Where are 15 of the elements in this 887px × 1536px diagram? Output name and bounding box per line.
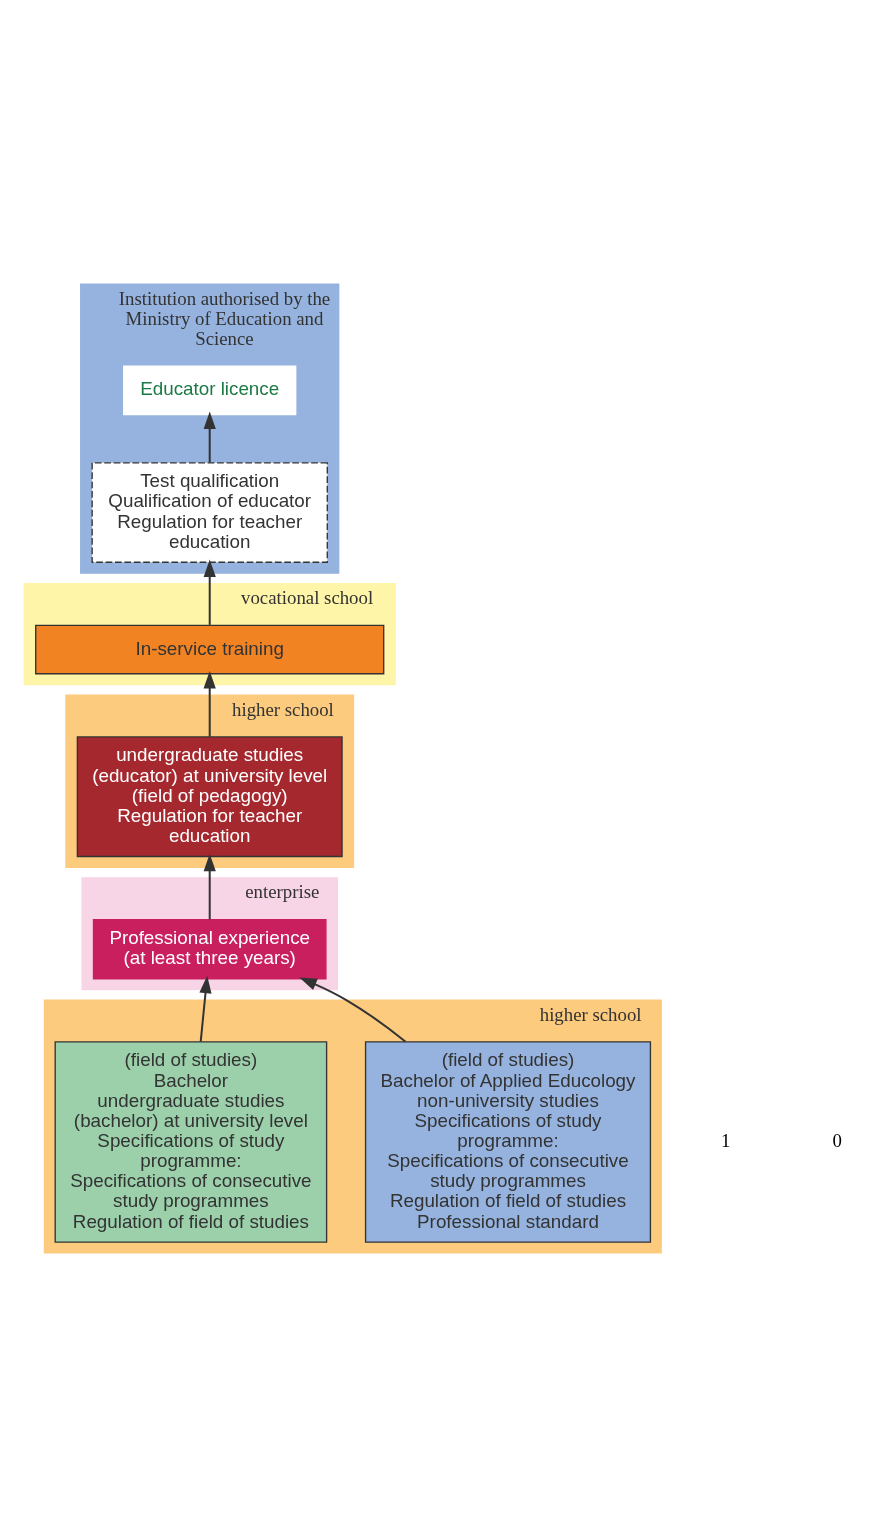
arrow xyxy=(203,411,216,463)
node-box: Educator licence xyxy=(123,364,297,415)
arrow xyxy=(299,977,407,1043)
node-box: Professional experience (at least three years) xyxy=(92,918,327,979)
label: 1 xyxy=(720,1129,731,1151)
arrow xyxy=(203,559,216,625)
node-box: In-service training xyxy=(35,624,385,674)
node-box: (field of studies) Bachelor undergraduate studies (bachelor) at university level Specifications of study programme: Specifications of consecutive study programmes Regulation of field of studies xyxy=(54,1040,328,1243)
node-box: (field of studies) Bachelor of Applied Educology non-university studies Specifications of study programme: Specifications of consecutive study programmes Regulation of field of studies Professional standard xyxy=(364,1040,652,1243)
node-box: Test qualification Qualification of educator Regulation for teacher education xyxy=(91,461,328,563)
label: 0 xyxy=(832,1129,842,1151)
arrow xyxy=(203,853,216,919)
node-box: undergraduate studies (educator) at university level (field of pedagogy) Regulation for teacher education xyxy=(76,735,343,857)
arrow xyxy=(203,670,216,737)
arrow xyxy=(199,975,212,1042)
